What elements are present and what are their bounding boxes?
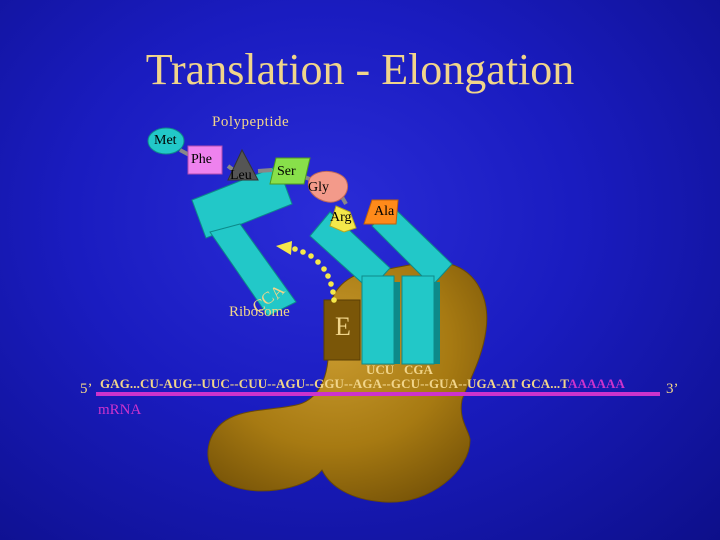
e-site-label: E: [335, 312, 351, 341]
dotted-arrow: [276, 241, 337, 303]
aa-ser-label: Ser: [277, 164, 296, 179]
aa-met-label: Met: [154, 133, 177, 148]
mrna-sequence-main: GAG...CU-AUG--UUC--CUU--AGU--GGU--AGA--G…: [100, 376, 569, 391]
mrna-sequence: GAG...CU-AUG--UUC--CUU--AGU--GGU--AGA--G…: [100, 376, 625, 392]
aa-arg-label: Arg: [330, 210, 352, 225]
aa-met-shape: [147, 127, 185, 155]
e-site-slot: [323, 299, 361, 361]
polypeptide-label: Polypeptide: [212, 114, 290, 130]
mrna-poly-a-tail: AAAAAA: [568, 376, 626, 391]
mrna-label: mRNA: [98, 402, 142, 418]
aa-ser-shape: [269, 157, 311, 185]
aa-ala-shape: [363, 199, 399, 225]
five-prime-label: 5’: [80, 381, 93, 397]
aa-phe-shape: [187, 145, 223, 175]
aa-ala-label: Ala: [374, 204, 395, 219]
trna-a-site: [371, 205, 453, 365]
trna-leaving: [191, 165, 297, 317]
aa-phe-label: Phe: [191, 152, 212, 167]
slide-title: Translation - Elongation: [145, 45, 575, 94]
anticodon-1: UCU: [366, 362, 395, 377]
aa-gly-label: Gly: [308, 180, 329, 195]
aa-leu-shape: [227, 148, 259, 181]
aa-arg-shape: [329, 205, 357, 233]
aa-gly-shape: [308, 171, 348, 203]
ribosome-label: Ribosome: [229, 304, 290, 320]
trna-p-site: [309, 211, 400, 365]
three-prime-label: 3’: [666, 381, 679, 397]
anticodon-2: CGA: [404, 362, 433, 377]
aa-leu-label: Leu: [230, 168, 252, 183]
